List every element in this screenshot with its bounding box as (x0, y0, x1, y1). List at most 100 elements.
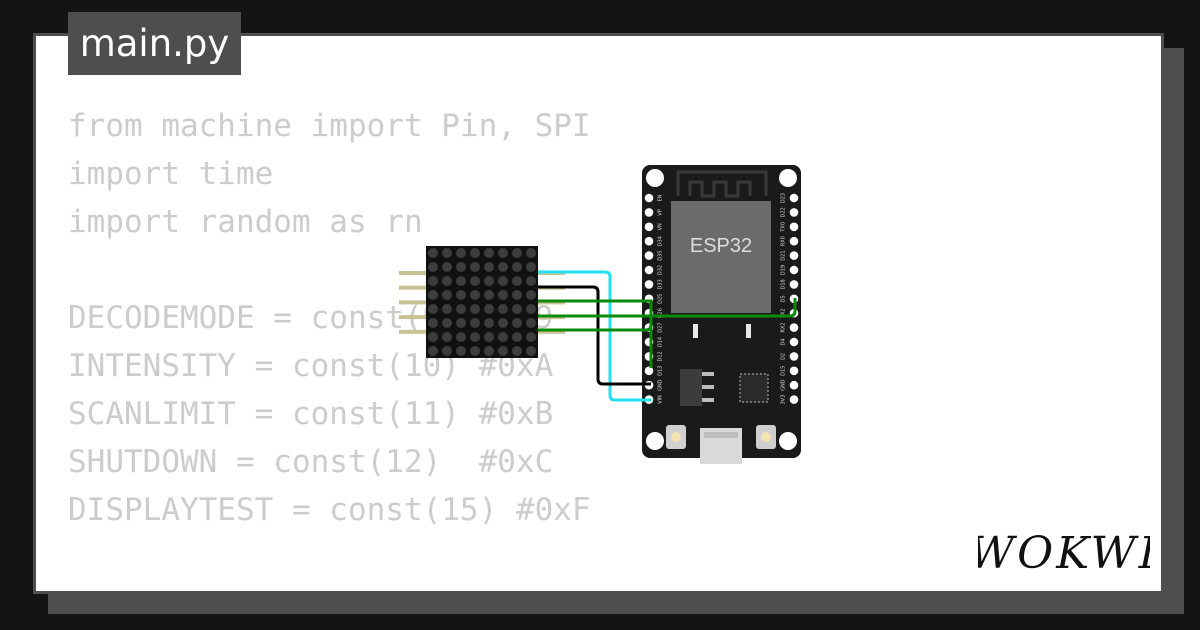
led-dot (498, 318, 508, 328)
led-dot (470, 346, 480, 356)
led-dot (498, 276, 508, 286)
led-dot (484, 262, 494, 272)
pin-vp[interactable] (644, 208, 654, 217)
pin-label: D33 (658, 279, 664, 289)
led-dot (428, 290, 438, 300)
led-dot (498, 248, 508, 258)
led-dot (470, 276, 480, 286)
pin-d35[interactable] (644, 251, 654, 260)
led-dot (442, 276, 452, 286)
led-dot (484, 332, 494, 342)
header-pin (538, 329, 565, 334)
wire-cs[interactable] (538, 298, 797, 318)
led-dot (498, 304, 508, 314)
pin-rx0[interactable] (789, 236, 799, 246)
led-dot (442, 290, 452, 300)
led-dot (428, 276, 438, 286)
led-dot (442, 346, 452, 356)
code-line: DISPLAYTEST = const(15) #0xF (68, 492, 591, 528)
pin-3v3[interactable] (789, 395, 799, 404)
smd-component (693, 324, 698, 338)
led-dot (526, 276, 536, 286)
led-dot (470, 318, 480, 328)
pin-tx0[interactable] (789, 222, 799, 232)
pin-label: D18 (781, 279, 787, 289)
led-dot (456, 346, 466, 356)
led-dot (512, 248, 522, 258)
pin-d21[interactable] (789, 251, 799, 260)
wire-gnd[interactable] (538, 285, 651, 386)
led-dot (470, 248, 480, 258)
pin-label: VIN (658, 395, 664, 404)
pin-label: D13 (658, 366, 664, 376)
led-dot (442, 262, 452, 272)
led-dot (428, 332, 438, 342)
pin-d4[interactable] (789, 337, 799, 347)
file-tab[interactable]: main.py (68, 12, 241, 75)
led-dot (512, 346, 522, 356)
led-dot (512, 318, 522, 328)
pin-label: D22 (781, 207, 787, 217)
led-dot (428, 262, 438, 272)
wire-clk[interactable] (538, 316, 653, 332)
pin-label: TX0 (781, 222, 787, 233)
mount-hole (779, 169, 797, 187)
pin-rx2[interactable] (789, 323, 799, 332)
pin-vn[interactable] (644, 222, 654, 232)
led-dot (512, 304, 522, 314)
led-dot (526, 318, 536, 328)
led-dot (526, 332, 536, 342)
pin-label: D26 (658, 308, 664, 318)
led-dot (526, 346, 536, 356)
chip-label: ESP32 (690, 235, 752, 257)
pin-d19[interactable] (789, 265, 799, 275)
header-pin (399, 315, 426, 320)
pin-label: 3V3 (781, 395, 787, 405)
pin-gnd[interactable] (789, 380, 799, 390)
led-dot (456, 318, 466, 328)
led-dot (498, 332, 508, 342)
pin-label: D34 (658, 236, 664, 246)
pin-d22[interactable] (789, 208, 799, 217)
esp32-board[interactable]: ESP32 ENVPVND34D35D32D33D25D26D27D14D12D… (642, 165, 801, 464)
pin-label: D14 (658, 337, 664, 347)
led-dot (484, 276, 494, 286)
matrix-body (426, 246, 538, 358)
code-line: import time (68, 156, 274, 192)
header-pin (399, 285, 426, 290)
pin-label: GND (658, 379, 664, 391)
pin-label: D23 (781, 193, 787, 203)
wokwi-logo: WOKWI (978, 528, 1150, 576)
led-dot (442, 248, 452, 258)
pin-label: D12 (658, 351, 664, 361)
pin-en[interactable] (644, 193, 654, 203)
wire-din[interactable] (538, 299, 653, 368)
smd-component (746, 324, 751, 338)
matrix-pins-left (399, 271, 426, 334)
led-dot (442, 304, 452, 314)
wire-vcc[interactable] (538, 270, 651, 402)
pin-d15[interactable] (789, 366, 799, 376)
pin-label: EN (658, 194, 664, 201)
led-dot (512, 262, 522, 272)
pin-d18[interactable] (789, 280, 799, 289)
pin-d33[interactable] (644, 280, 654, 289)
pin-label: D2 (781, 353, 787, 360)
usb-chip (739, 373, 769, 403)
pin-d2[interactable] (789, 352, 799, 361)
code-line: #... (68, 582, 591, 591)
antenna-trace (676, 170, 768, 198)
code-line: SHUTDOWN = const(12) #0xC (68, 444, 554, 480)
pin-label: D27 (658, 322, 664, 332)
led-matrix[interactable] (399, 246, 565, 358)
pin-d34[interactable] (644, 236, 654, 246)
pin-d13[interactable] (644, 366, 654, 376)
led-dot (442, 332, 452, 342)
header-pin (399, 300, 426, 305)
led-dot (470, 304, 480, 314)
pin-label: D25 (658, 294, 664, 304)
pin-d32[interactable] (644, 265, 654, 275)
pin-d23[interactable] (789, 193, 799, 203)
led-dot (470, 290, 480, 300)
